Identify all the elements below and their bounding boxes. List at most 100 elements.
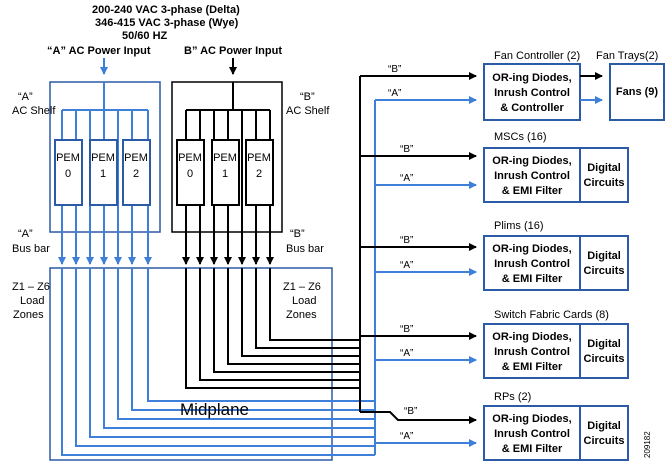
digital-line1: Digital [587, 420, 621, 432]
busbar-b-label-letter: “B” [290, 228, 305, 240]
module-box [483, 405, 629, 461]
busbar-a-label-letter: “A” [18, 228, 33, 240]
zones-label-a-2: Load [20, 295, 44, 307]
zones-label-b-3: Zones [286, 309, 317, 321]
fan-controller-line3: & Controller [500, 102, 564, 114]
pem-name: PEM [247, 152, 271, 164]
spec-delta: 200-240 VAC 3-phase (Delta) [92, 4, 240, 16]
feed-arrows-b [360, 72, 477, 424]
module-title: MSCs (16) [494, 131, 547, 143]
oring-line1: OR-ing Diodes, [492, 413, 571, 425]
digital-line1: Digital [587, 250, 621, 262]
busbar-a-label: Bus bar [12, 243, 50, 255]
pem-number: 1 [222, 168, 228, 180]
pem-a-0: PEM 0 [54, 139, 83, 206]
spec-frequency: 50/60 HZ [122, 30, 168, 42]
module-rps: RPs (2) OR-ing Diodes, Inrush Control & … [483, 391, 629, 461]
fans-label: Fans (9) [616, 86, 659, 98]
shelf-b-label-letter: “B” [300, 91, 315, 103]
pem-name: PEM [124, 152, 148, 164]
oring-line3: & EMI Filter [502, 361, 563, 373]
pem-name: PEM [178, 152, 202, 164]
feed-label-a: “A” [400, 173, 413, 184]
input-spec: 200-240 VAC 3-phase (Delta) 346-415 VAC … [47, 4, 282, 57]
fan-tray-module: Fan Trays(2) Fans (9) [596, 50, 665, 121]
pem-b-0: PEM 0 [176, 139, 205, 206]
digital-line1: Digital [587, 162, 621, 174]
feed-label-b: “B” [400, 324, 413, 335]
busbar-b-label: Bus bar [286, 243, 324, 255]
zones-label-b-2: Load [292, 295, 316, 307]
module-title: Plims (16) [494, 220, 544, 232]
oring-line3: & EMI Filter [502, 185, 563, 197]
midplane-label: Midplane [180, 400, 249, 419]
feed-label-a: “A” [400, 348, 413, 359]
oring-line3: & EMI Filter [502, 273, 563, 285]
fan-controller-title: Fan Controller (2) [494, 50, 580, 62]
module-title: RPs (2) [494, 391, 531, 403]
feed-labels: “B” “A” “B” “A” “B” “A” “B” “A” “B” “A” [388, 64, 417, 442]
pem-name: PEM [56, 152, 80, 164]
pem-group-a: PEM 0 PEM 1 PEM 2 [54, 139, 151, 206]
figure-id: 209182 [643, 431, 652, 458]
feed-label-a: “A” [400, 260, 413, 271]
fan-controller-module: Fan Controller (2) OR-ing Diodes, Inrush… [483, 50, 581, 121]
module-box [483, 323, 629, 379]
feed-label-b: “B” [400, 144, 413, 155]
pem-a-2: PEM 2 [122, 139, 151, 206]
pem-name: PEM [91, 152, 115, 164]
pem-number: 0 [187, 168, 193, 180]
oring-line2: Inrush Control [494, 170, 570, 182]
oring-line3: & EMI Filter [502, 443, 563, 455]
feed-label-a: “A” [388, 88, 401, 99]
feed-arrows-a [375, 96, 477, 447]
pem-group-b: PEM 0 PEM 1 PEM 2 [176, 139, 274, 206]
digital-line1: Digital [587, 338, 621, 350]
zones-label-b-1: Z1 – Z6 [283, 281, 321, 293]
module-title: Switch Fabric Cards (8) [494, 309, 609, 321]
fan-controller-line1: OR-ing Diodes, [492, 72, 571, 84]
spec-wye: 346-415 VAC 3-phase (Wye) [95, 17, 239, 29]
oring-line2: Inrush Control [494, 346, 570, 358]
pem-b-2: PEM 2 [245, 139, 274, 206]
pem-b-1: PEM 1 [211, 139, 240, 206]
busbar-a-arrows [58, 232, 152, 265]
oring-line2: Inrush Control [494, 258, 570, 270]
midplane-a-wiring [61, 268, 375, 456]
oring-line1: OR-ing Diodes, [492, 155, 571, 167]
digital-line2: Circuits [584, 353, 625, 365]
pem-name: PEM [213, 152, 237, 164]
digital-line2: Circuits [584, 177, 625, 189]
oring-line2: Inrush Control [494, 428, 570, 440]
ac-input-a-label: “A” AC Power Input [47, 45, 151, 57]
busbar-b-arrows [182, 232, 274, 265]
fan-controller-line2: Inrush Control [494, 87, 570, 99]
shelf-b-label: AC Shelf [286, 105, 330, 117]
pem-number: 0 [65, 168, 71, 180]
oring-line1: OR-ing Diodes, [492, 331, 571, 343]
module-plims: Plims (16) OR-ing Diodes, Inrush Control… [483, 220, 629, 291]
shelf-a-label: AC Shelf [12, 105, 56, 117]
fan-trays-title: Fan Trays(2) [596, 50, 658, 62]
digital-line2: Circuits [584, 265, 625, 277]
oring-line1: OR-ing Diodes, [492, 243, 571, 255]
fan-tray-box [609, 63, 665, 121]
module-mscs: MSCs (16) OR-ing Diodes, Inrush Control … [483, 131, 629, 203]
shelf-a-label-letter: “A” [18, 91, 33, 103]
zones-label-a-1: Z1 – Z6 [12, 281, 50, 293]
feed-label-b: “B” [388, 64, 401, 75]
pem-number: 2 [256, 168, 262, 180]
feed-label-b: “B” [400, 235, 413, 246]
ac-input-b-label: B” AC Power Input [184, 45, 282, 57]
fan-controller-box [483, 63, 581, 121]
module-box [483, 235, 629, 291]
module-switch-fabric: Switch Fabric Cards (8) OR-ing Diodes, I… [483, 309, 629, 379]
module-box [483, 147, 629, 203]
midplane: Z1 – Z6 Load Zones Z1 – Z6 Load Zones Mi… [12, 267, 375, 461]
digital-line2: Circuits [584, 435, 625, 447]
feed-label-b: “B” [404, 406, 417, 417]
pem-number: 2 [133, 168, 139, 180]
pem-a-1: PEM 1 [89, 139, 118, 206]
zones-label-a-3: Zones [13, 309, 44, 321]
